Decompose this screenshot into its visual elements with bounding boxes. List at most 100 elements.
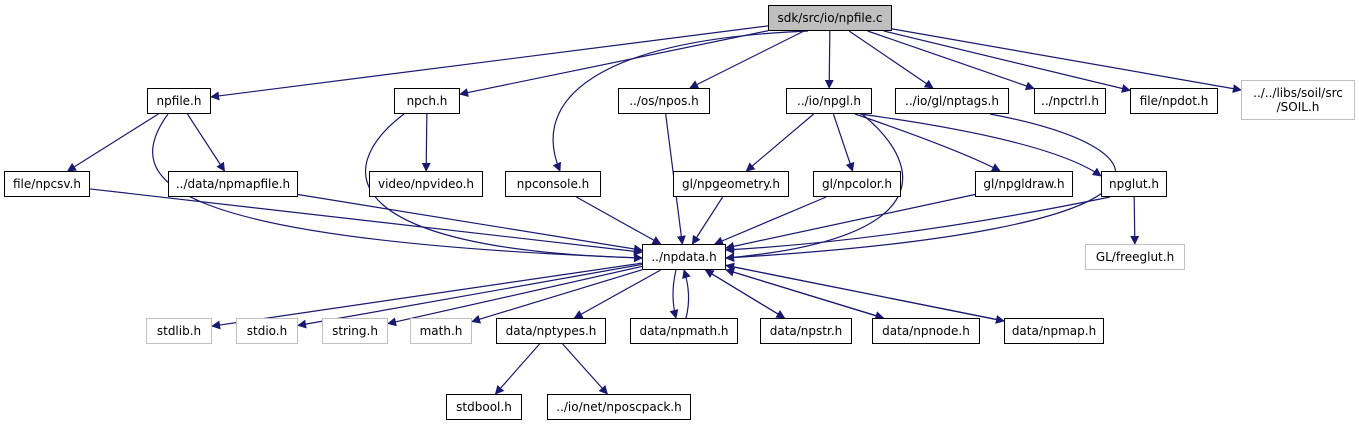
node-npnode-h[interactable]: data/npnode.h: [872, 318, 980, 344]
edge-npdata-h-to-string-h: [387, 265, 643, 327]
node-string-h: string.h: [322, 318, 388, 344]
node-label: data/nptypes.h: [505, 324, 597, 338]
edge-root-to-npfile-h: [210, 25, 769, 101]
edge-nptypes-h-to-stdbool-h: [494, 343, 540, 395]
edge-npcsv-h-to-npdata-h: [89, 188, 643, 256]
node-nptags-h[interactable]: ../io/gl/nptags.h: [895, 88, 1009, 114]
node-label: npconsole.h: [516, 177, 590, 191]
edge-npdata-h-to-math-h: [471, 269, 643, 324]
node-label: GL/freeglut.h: [1095, 250, 1175, 264]
node-label: sdk/src/io/npfile.c: [777, 11, 883, 25]
node-label: ../../libs/soil/src /SOIL.h: [1253, 86, 1343, 114]
edge-npgl-h-to-npcolor-h: [832, 113, 855, 172]
node-npgl-h[interactable]: ../io/npgl.h: [786, 88, 872, 114]
edge-npmapfile-h-to-npdata-h: [297, 193, 643, 254]
edge-npdata-h-to-stdlib-h: [211, 262, 643, 330]
node-npcsv-h[interactable]: file/npcsv.h: [4, 171, 90, 197]
edge-root-to-npdot-h: [883, 30, 1131, 93]
node-nptypes-h[interactable]: data/nptypes.h: [496, 318, 606, 344]
node-npstr-h[interactable]: data/npstr.h: [760, 318, 852, 344]
edge-npmath-h-to-npdata-h: [682, 269, 691, 319]
edge-nptypes-h-to-nposcpack-h: [562, 343, 608, 395]
edge-npgl-h-to-npgeometry-h: [745, 113, 815, 172]
node-root: sdk/src/io/npfile.c: [768, 5, 892, 31]
node-label: gl/npcolor.h: [821, 177, 893, 191]
edge-root-to-npgl-h: [824, 30, 834, 89]
node-npgeometry-h[interactable]: gl/npgeometry.h: [673, 171, 789, 197]
node-label: stdio.h: [246, 324, 288, 338]
edge-npdata-h-to-npmath-h: [669, 269, 679, 319]
edge-root-to-nptags-h: [848, 30, 934, 89]
node-label: ../io/gl/nptags.h: [905, 94, 999, 108]
node-label: stdlib.h: [156, 324, 202, 338]
node-label: data/npmath.h: [639, 324, 729, 338]
edge-npgl-h-to-npglut-h: [859, 113, 1102, 177]
node-label: stdbool.h: [456, 400, 512, 414]
edge-npnode-h-to-npdata-h: [725, 267, 884, 319]
node-label: file/npdot.h: [1139, 94, 1209, 108]
edge-npgl-h-to-npgldraw-h: [854, 113, 1001, 172]
node-label: ../data/npmapfile.h: [175, 177, 291, 191]
node-npos-h[interactable]: ../os/npos.h: [618, 88, 710, 114]
node-label: math.h: [419, 324, 463, 338]
node-label: npch.h: [406, 94, 448, 108]
node-stdio-h: stdio.h: [236, 318, 298, 344]
edge-npgeometry-h-to-npdata-h: [691, 196, 724, 245]
edge-npfile-h-to-npmapfile-h: [186, 113, 226, 172]
node-label: ../npctrl.h: [1041, 94, 1099, 108]
edge-npmap-h-to-npdata-h: [725, 262, 1005, 322]
node-npglut-h[interactable]: npglut.h: [1101, 171, 1167, 197]
node-nposcpack-h[interactable]: ../io/net/nposcpack.h: [547, 394, 691, 420]
edge-npcolor-h-to-npdata-h: [713, 196, 827, 245]
node-label: npglut.h: [1109, 177, 1159, 191]
edge-root-to-npconsole-h: [552, 30, 809, 172]
node-npctrl-h[interactable]: ../npctrl.h: [1034, 88, 1106, 114]
edge-root-to-npos-h: [689, 30, 805, 89]
edge-npstr-h-to-npdata-h: [704, 269, 785, 319]
node-label: file/npcsv.h: [13, 177, 81, 191]
node-npconsole-h[interactable]: npconsole.h: [505, 171, 601, 197]
node-npch-h[interactable]: npch.h: [394, 88, 460, 114]
edge-npch-h-to-npdata-h: [364, 113, 643, 263]
node-freeglut-h: GL/freeglut.h: [1085, 244, 1185, 270]
node-npcolor-h[interactable]: gl/npcolor.h: [813, 171, 901, 197]
edge-npch-h-to-npvideo-h: [421, 113, 431, 172]
node-label: gl/npgeometry.h: [681, 177, 781, 191]
node-label: data/npnode.h: [882, 324, 970, 338]
edge-npglut-h-to-npdata-h: [725, 196, 1111, 255]
node-stdbool-h[interactable]: stdbool.h: [446, 394, 522, 420]
node-label: gl/npgldraw.h: [983, 177, 1065, 191]
edge-root-to-soil-h: [891, 28, 1242, 94]
node-label: string.h: [332, 324, 378, 338]
node-npmap-h[interactable]: data/npmap.h: [1004, 318, 1104, 344]
node-label: data/npstr.h: [769, 324, 843, 338]
node-npdata-h[interactable]: ../npdata.h: [642, 244, 726, 270]
edge-npglut-h-to-freeglut-h: [1130, 196, 1140, 245]
edge-npdata-h-to-stdio-h: [297, 263, 643, 329]
node-npmapfile-h[interactable]: ../data/npmapfile.h: [168, 171, 298, 197]
node-soil-h: ../../libs/soil/src /SOIL.h: [1241, 80, 1355, 120]
node-npdot-h[interactable]: file/npdot.h: [1130, 88, 1218, 114]
edge-npfile-h-to-npdata-h: [151, 113, 643, 263]
node-label: ../io/net/nposcpack.h: [556, 400, 682, 414]
edge-root-to-npctrl-h: [867, 30, 1035, 91]
node-label: ../npdata.h: [651, 250, 717, 264]
edge-npgl-h-to-npdata-h: [725, 113, 904, 262]
edge-npgldraw-h-to-npdata-h: [725, 193, 976, 251]
node-npmath-h[interactable]: data/npmath.h: [630, 318, 738, 344]
edge-root-to-npch-h: [459, 30, 769, 97]
node-label: video/npvideo.h: [377, 177, 475, 191]
node-math-h: math.h: [410, 318, 472, 344]
edge-npfile-h-to-npcsv-h: [66, 113, 159, 172]
node-label: ../os/npos.h: [629, 94, 699, 108]
node-npvideo-h[interactable]: video/npvideo.h: [369, 171, 483, 197]
node-npfile-h[interactable]: npfile.h: [147, 88, 211, 114]
node-stdlib-h: stdlib.h: [146, 318, 212, 344]
node-label: data/npmap.h: [1011, 324, 1097, 338]
edge-npdata-h-to-nptypes-h: [573, 269, 661, 319]
edge-npconsole-h-to-npdata-h: [576, 196, 662, 245]
node-label: npfile.h: [156, 94, 202, 108]
node-npgldraw-h[interactable]: gl/npgldraw.h: [975, 171, 1073, 197]
